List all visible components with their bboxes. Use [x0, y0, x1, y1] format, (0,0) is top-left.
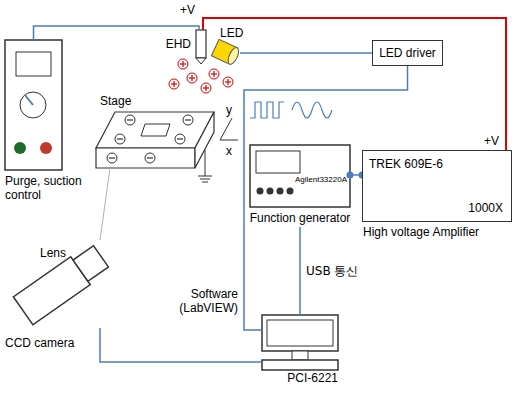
generator-button	[257, 188, 264, 195]
positive-charge	[209, 69, 219, 79]
generator-button	[277, 188, 284, 195]
control-unit: Purge, suction control	[5, 40, 62, 170]
node-text: Purge, suction control	[5, 174, 97, 202]
stage-front	[96, 148, 195, 168]
node-text: PCI-6221	[287, 371, 338, 385]
ccd-camera	[13, 242, 110, 324]
ehd-head: EHD	[196, 30, 206, 58]
node-text: Agilent33220A	[295, 175, 347, 185]
amplifier-box: TREK 609E-61000XHigh voltage Amplifier	[362, 150, 512, 222]
negative-charge	[125, 115, 135, 125]
negative-charge	[175, 134, 185, 144]
wire	[100, 168, 110, 240]
wire	[100, 328, 262, 362]
camera-lens	[73, 246, 108, 282]
purge-button	[14, 142, 26, 154]
wire	[203, 18, 506, 150]
wire	[240, 52, 372, 54]
monitor-stand	[292, 351, 308, 360]
node-text: Stage	[100, 94, 131, 108]
negative-charge	[183, 115, 193, 125]
stage-top	[96, 112, 214, 148]
negative-charge	[145, 153, 155, 163]
node-text: 1000X	[468, 201, 503, 215]
suction-button	[40, 142, 52, 154]
node-text: High voltage Amplifier	[363, 225, 479, 239]
positive-charge	[223, 77, 233, 87]
knob-pointer	[25, 95, 33, 105]
pc-base	[262, 360, 338, 370]
y-axis	[220, 118, 232, 140]
annotation: x	[226, 144, 232, 158]
control-display	[16, 52, 51, 76]
node-text: Software (LabVIEW)	[176, 287, 238, 315]
node-text: CCD camera	[5, 336, 74, 350]
node-text: Function generator	[250, 211, 351, 225]
generator-button	[287, 188, 294, 195]
x-axis	[220, 140, 238, 141]
wire	[299, 227, 301, 315]
edge-label: USB 통신	[306, 264, 358, 278]
stage: Stage	[96, 112, 214, 168]
driver-box: LED driver	[372, 40, 443, 66]
square-wave	[250, 102, 284, 118]
nozzle-tip	[196, 58, 206, 64]
led-lens	[226, 46, 241, 66]
positive-charge	[201, 83, 211, 93]
substrate	[141, 124, 170, 136]
generator-body	[250, 145, 350, 207]
monitor	[262, 315, 338, 351]
annotation: y	[226, 103, 232, 117]
sine-wave	[292, 102, 332, 118]
positive-charge	[187, 73, 197, 83]
monitor-screen	[267, 320, 333, 346]
control-housing	[5, 40, 62, 170]
node-text: LED	[220, 26, 243, 40]
ground-symbol	[198, 176, 212, 177]
ehd-nozzle	[196, 30, 206, 58]
function-generator: Agilent33220A Function generator	[250, 145, 350, 227]
generator-button	[267, 188, 274, 195]
led-lamp	[211, 39, 240, 65]
computer: Software (LabVIEW)PCI-6221	[262, 315, 338, 370]
node-text: EHD	[166, 37, 191, 51]
ground-symbol	[202, 182, 208, 183]
node-text: TREK 609E-6	[369, 157, 443, 171]
led: LED	[214, 42, 240, 64]
ground-wire	[205, 150, 206, 176]
negative-charge	[107, 153, 117, 163]
positive-charge	[169, 79, 179, 89]
annotation: Lens	[40, 246, 66, 260]
annotation: +V	[484, 134, 499, 148]
node-text: LED driver	[379, 46, 436, 60]
ground-symbol	[200, 179, 210, 180]
positive-charge	[178, 59, 188, 69]
negative-charge	[115, 134, 125, 144]
wire	[350, 174, 362, 176]
control-knob	[20, 92, 46, 118]
generator-display	[256, 151, 300, 173]
annotation: +V	[180, 3, 195, 17]
